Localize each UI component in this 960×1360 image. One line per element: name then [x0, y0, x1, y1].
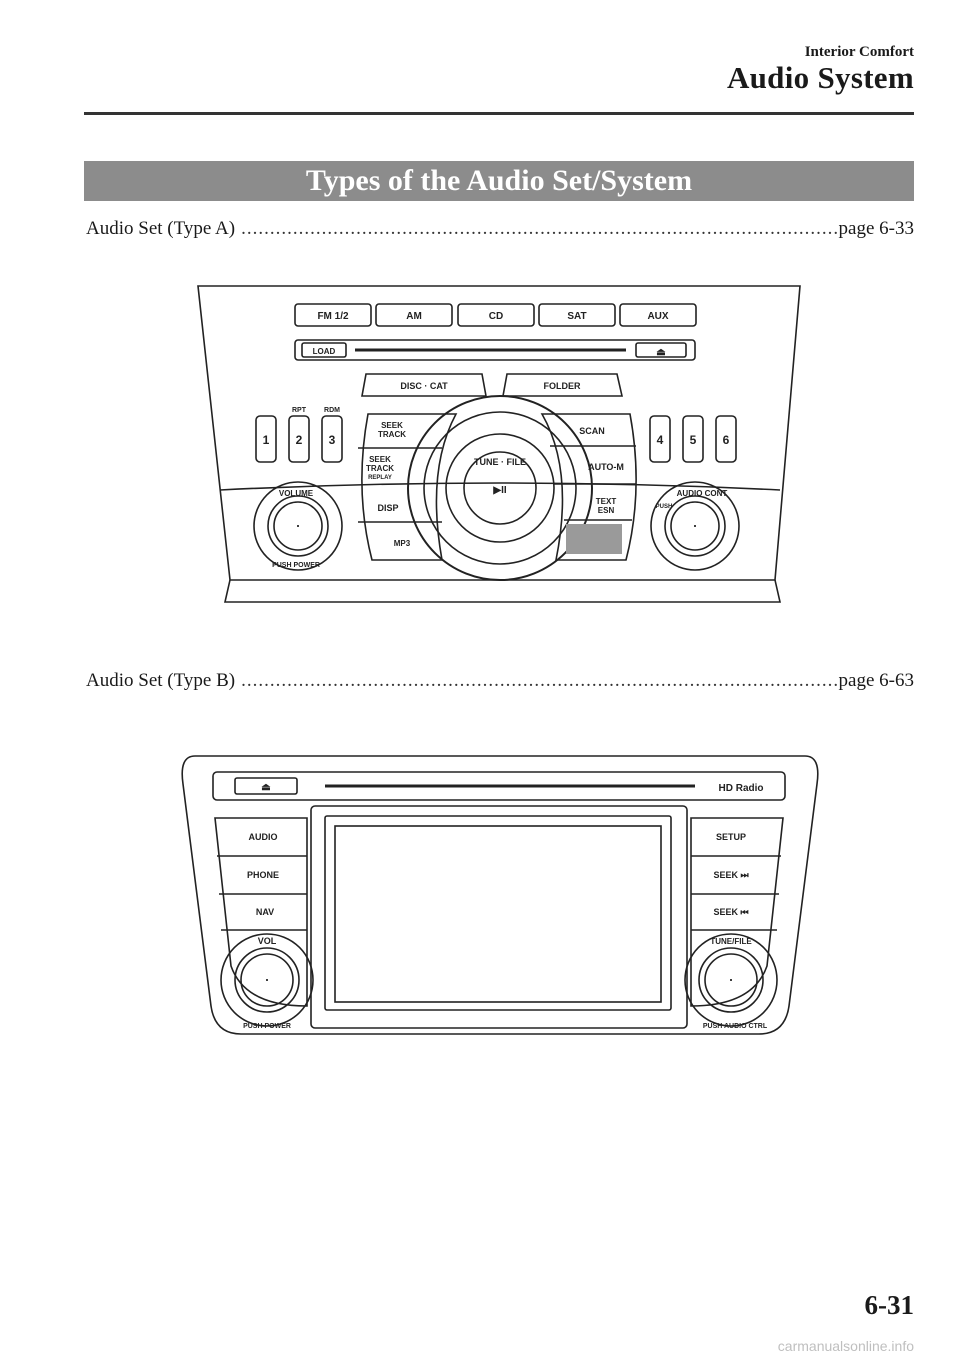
preset-2-button[interactable]: 2 — [296, 433, 303, 447]
audio-button[interactable]: AUDIO — [249, 832, 278, 842]
watermark: carmanualsonline.info — [777, 1338, 914, 1354]
audio-control-knob[interactable] — [694, 525, 696, 527]
toc-entry-type-b[interactable]: Audio Set (Type B) page 6-63 — [86, 670, 914, 692]
hd-radio-logo: HD Radio — [719, 783, 764, 794]
am-button[interactable]: AM — [406, 311, 422, 322]
toc-page[interactable]: page 6-63 — [838, 670, 914, 691]
load-button[interactable]: LOAD — [313, 347, 336, 356]
seek-down-label[interactable]: SEEK — [369, 455, 391, 464]
push-power-label: PUSH POWER — [272, 562, 320, 569]
tune-file-knob[interactable] — [730, 979, 732, 981]
audio-set-type-b-figure: ⏏ HD Radio AUDIO PHONE NAV SETUP SEEK ⏭ … — [175, 744, 825, 1049]
toc-page[interactable]: page 6-33 — [838, 218, 914, 239]
folder-button[interactable]: FOLDER — [544, 381, 581, 391]
header-section: Interior Comfort — [804, 44, 914, 60]
audio-set-type-a-figure: FM 1/2 AM CD SAT AUX LOAD ⏏ DISC · CAT F… — [190, 280, 810, 615]
rpt-label: RPT — [292, 407, 307, 414]
setup-button[interactable]: SETUP — [716, 832, 746, 842]
phone-button[interactable]: PHONE — [247, 870, 279, 880]
replay-label: REPLAY — [368, 475, 392, 481]
toc-dots — [235, 670, 838, 692]
toc-dots — [235, 218, 838, 240]
audio-cont-label: AUDIO CONT — [677, 489, 728, 498]
tune-file-label: TUNE · FILE — [474, 457, 526, 467]
display-screen[interactable] — [335, 826, 661, 1002]
cd-button[interactable]: CD — [489, 311, 503, 322]
push-label: PUSH — [656, 504, 673, 510]
seek-forward-button[interactable]: SEEK ⏭ — [713, 870, 749, 880]
vol-label: VOL — [258, 936, 277, 946]
track-down-label[interactable]: TRACK — [366, 464, 394, 473]
play-pause-button[interactable]: ▶II — [492, 485, 506, 496]
aux-button[interactable]: AUX — [647, 311, 668, 322]
preset-6-button[interactable]: 6 — [723, 433, 730, 447]
push-power-label: PUSH POWER — [243, 1023, 291, 1030]
text-label[interactable]: TEXT — [596, 497, 617, 506]
section-heading: Types of the Audio Set/System — [84, 161, 914, 201]
esn-label[interactable]: ESN — [598, 506, 615, 515]
push-audio-ctrl-label: PUSH AUDIO CTRL — [703, 1023, 768, 1030]
preset-5-button[interactable]: 5 — [690, 433, 697, 447]
toc-label: Audio Set (Type B) — [86, 670, 236, 691]
header-rule — [84, 112, 914, 115]
seek-up-label[interactable]: SEEK — [381, 421, 403, 430]
tune-file-label: TUNE/FILE — [710, 937, 752, 946]
volume-label: VOLUME — [279, 489, 314, 498]
toc-label: Audio Set (Type A) — [86, 218, 236, 239]
seek-back-button[interactable]: SEEK ⏮ — [713, 907, 748, 917]
toc-entry-type-a[interactable]: Audio Set (Type A) page 6-33 — [86, 218, 914, 240]
track-up-label[interactable]: TRACK — [378, 430, 406, 439]
volume-knob[interactable] — [266, 979, 268, 981]
page-number: 6-31 — [864, 1290, 915, 1320]
rdm-label: RDM — [324, 407, 340, 414]
eject-icon[interactable]: ⏏ — [261, 782, 271, 793]
preset-4-button[interactable]: 4 — [657, 433, 664, 447]
preset-3-button[interactable]: 3 — [329, 433, 336, 447]
header-title: Audio System — [726, 60, 914, 95]
eject-icon[interactable]: ⏏ — [656, 347, 666, 358]
auto-m-button[interactable]: AUTO-M — [588, 462, 624, 472]
nav-button[interactable]: NAV — [256, 907, 274, 917]
fm-button[interactable]: FM 1/2 — [317, 311, 349, 322]
scan-button[interactable]: SCAN — [579, 426, 605, 436]
disc-cat-button[interactable]: DISC · CAT — [400, 381, 448, 391]
disp-button[interactable]: DISP — [377, 503, 398, 513]
volume-knob[interactable] — [297, 525, 299, 527]
sat-button[interactable]: SAT — [567, 311, 586, 322]
mp3-logo: MP3 — [394, 539, 411, 548]
preset-1-button[interactable]: 1 — [263, 433, 270, 447]
